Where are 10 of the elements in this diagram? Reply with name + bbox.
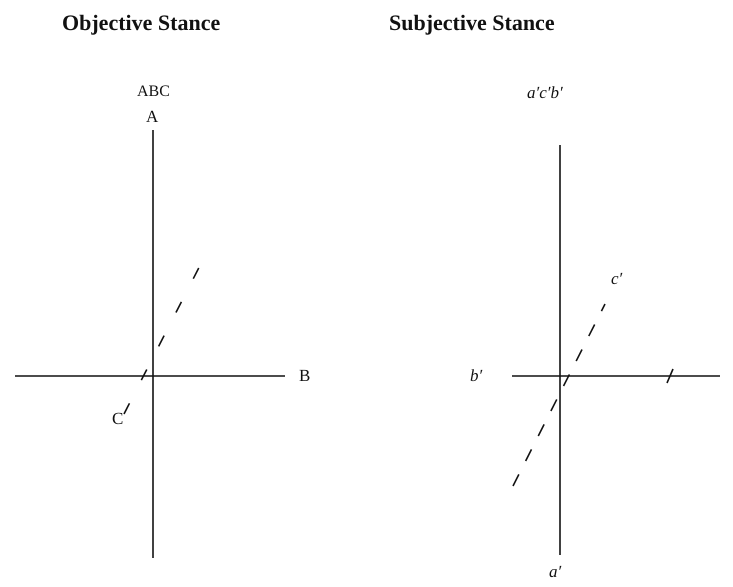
axis-label: a′	[549, 563, 562, 580]
heading: Subjective Stance	[389, 12, 555, 34]
axis-label: c′	[611, 270, 622, 287]
axis-label: b′	[470, 367, 482, 384]
axis-label: C	[112, 410, 124, 427]
heading: Objective Stance	[62, 12, 220, 34]
axis-label: ABC	[137, 84, 170, 100]
axis-label: a′c′b′	[527, 84, 563, 101]
axis-label: B	[299, 367, 310, 384]
axis-label: A	[146, 108, 158, 125]
